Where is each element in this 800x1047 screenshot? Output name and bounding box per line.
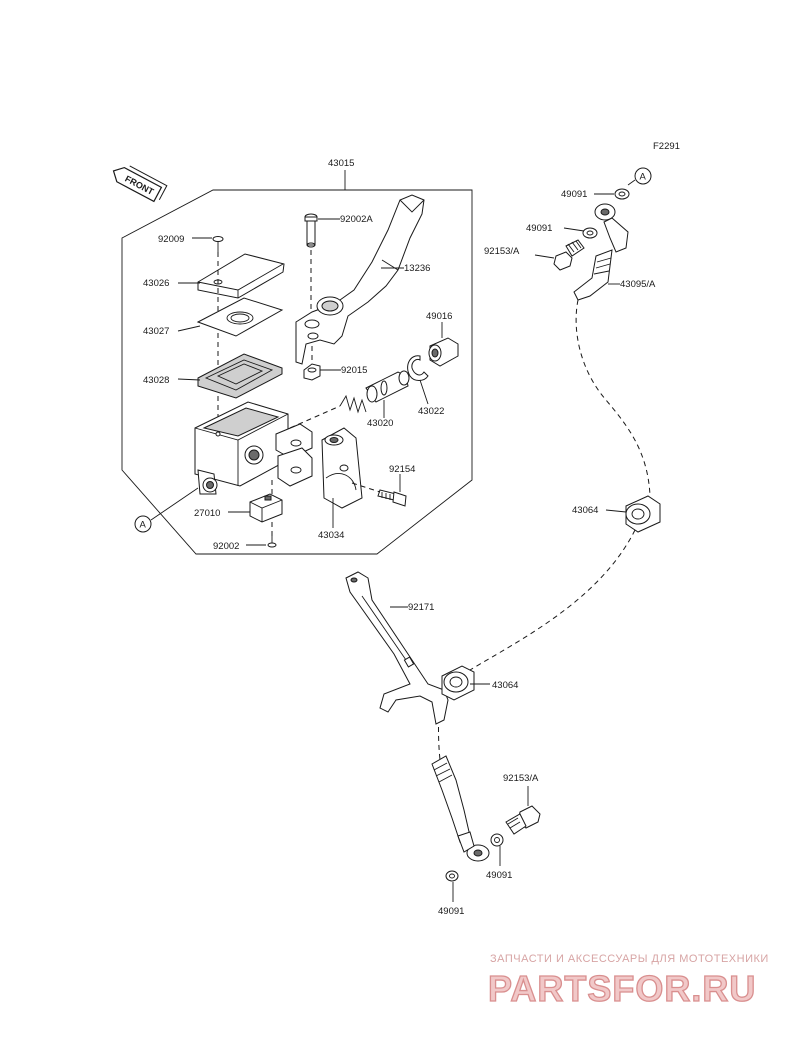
figure-code: F2291 [653,141,680,152]
part-label-92015: 92015 [341,365,367,376]
assembly-frame [121,189,473,555]
part-label-49016: 49016 [426,311,452,322]
hose-bracket-92171 [345,571,449,725]
part-label-49091-c: 49091 [486,870,512,881]
part-label-27010: 27010 [194,508,220,519]
part-label-49091-d: 49091 [438,906,464,917]
dust-boot-49016 [428,337,459,367]
front-arrow: FRONT [112,165,168,203]
ref-marker-a-top [634,167,652,185]
banjo-bolt-upper [553,239,585,271]
brake-switch [249,480,283,523]
master-cylinder-body [194,401,289,495]
part-label-92171: 92171 [408,602,434,613]
part-label-43026: 43026 [143,278,169,289]
part-label-92154: 92154 [389,464,415,475]
reservoir-cap [197,253,285,299]
part-label-43028: 43028 [143,375,169,386]
ref-marker-a-left-label: A [140,520,147,531]
diaphragm-plate [196,297,284,337]
part-label-43034: 43034 [318,530,344,541]
part-label-43064-b: 43064 [492,680,518,691]
part-label-43095A: 43095/A [620,279,656,290]
grommet-43064-upper [625,495,661,533]
ref-marker-a-left [134,515,152,533]
clamp-43034 [321,427,363,509]
grommet-43064-lower [441,665,475,701]
part-label-49091-a: 49091 [561,189,587,200]
handlebar-clamp [275,423,313,487]
part-label-43015: 43015 [328,158,354,169]
part-label-43022: 43022 [418,406,444,417]
watermark-brand: PARTSFOR.RU [488,968,756,1009]
washer-49091-lower-right [490,833,504,847]
watermark-subtitle: ЗАПЧАСТИ И АКСЕССУАРЫ ДЛЯ МОТОТЕХНИКИ [490,953,769,965]
hose-route-dashed [575,299,651,497]
diaphragm [197,353,283,399]
banjo-fitting-lower [457,831,490,862]
part-label-92002A: 92002A [340,214,373,225]
pivot-bolt [304,213,318,248]
part-label-92009: 92009 [158,234,184,245]
ref-marker-a-top-label: A [640,172,647,183]
washer-49091-second [582,227,598,239]
screw-92009 [212,236,224,252]
part-label-92153A-a: 92153/A [484,246,520,257]
part-label-13236: 13236 [404,263,430,274]
banjo-fitting-upper [594,203,629,253]
part-label-92153A-b: 92153/A [503,773,539,784]
washer-49091-top [614,188,630,200]
piston-43020 [339,370,410,414]
banjo-bolt-lower [505,805,541,835]
nut-92015 [303,363,321,381]
part-label-49091-b: 49091 [526,223,552,234]
part-label-92002: 92002 [213,541,239,552]
screw-92002 [267,536,277,548]
washer-49091-bottom [445,870,459,882]
part-label-43020: 43020 [367,418,393,429]
part-label-43064-a: 43064 [572,505,598,516]
circlip-43022 [407,355,429,381]
part-label-43027: 43027 [143,326,169,337]
brake-hose-lower [431,755,471,843]
brake-hose-upper [573,249,613,301]
bolt-92154 [377,489,407,507]
